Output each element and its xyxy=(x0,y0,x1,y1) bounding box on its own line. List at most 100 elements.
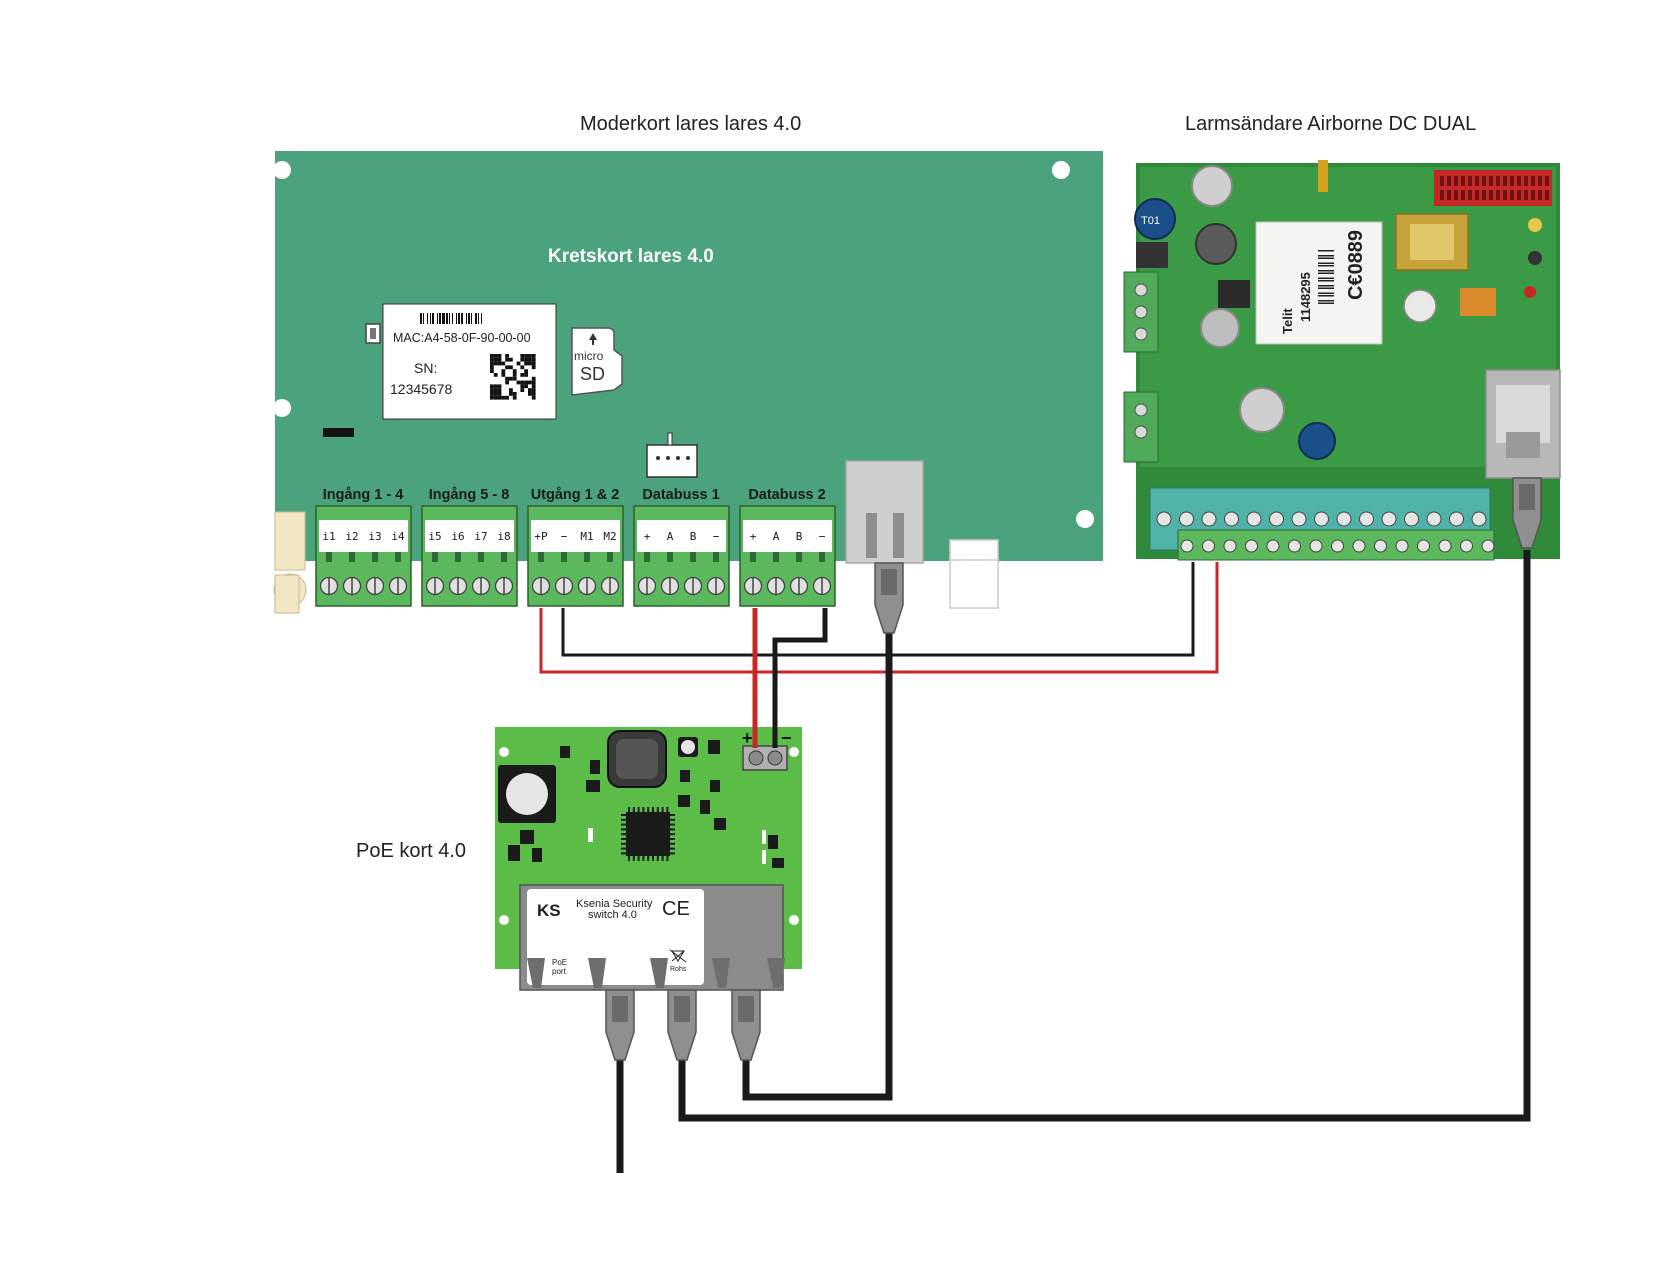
terminal-pin-clip xyxy=(607,552,613,562)
transmitter-screw[interactable] xyxy=(1291,511,1307,527)
qr-module xyxy=(524,354,528,358)
transmitter-screw[interactable] xyxy=(1438,539,1452,553)
transmitter-caption: Larmsändare Airborne DC DUAL xyxy=(1185,113,1477,135)
modem-barcode-bar xyxy=(1318,285,1334,287)
capacitor xyxy=(1239,387,1285,433)
qr-module xyxy=(528,361,532,366)
poe-cable-plug[interactable] xyxy=(605,989,635,1061)
qr-module xyxy=(505,376,509,381)
header-pin xyxy=(1517,176,1521,186)
transmitter-ethernet-jack[interactable] xyxy=(1485,369,1561,479)
ic-pin xyxy=(670,847,675,850)
terminal-block-title: Ingång 1 - 4 xyxy=(323,487,404,503)
transmitter-screw[interactable] xyxy=(1417,539,1430,553)
poe-marking xyxy=(762,830,766,844)
qr-module xyxy=(512,395,517,400)
micro-sd-slot[interactable]: micro SD xyxy=(571,327,623,396)
qr-module xyxy=(490,395,494,400)
motherboard: Kretskort lares 4.0 MAC:A4-58-0F-90-00-0… xyxy=(273,151,1103,614)
transmitter-screw[interactable] xyxy=(1309,539,1323,553)
transmitter-screw[interactable] xyxy=(1223,539,1237,553)
transmitter-screw[interactable] xyxy=(1404,511,1419,527)
push-button[interactable] xyxy=(1528,251,1542,265)
terminal-pin-clip xyxy=(690,552,696,562)
chip xyxy=(1218,280,1250,308)
poe-component xyxy=(710,780,720,792)
qr-module xyxy=(520,373,525,377)
transmitter-screw[interactable] xyxy=(1201,511,1217,527)
transmitter-screw[interactable] xyxy=(1179,511,1194,527)
terminal-pin-clip xyxy=(349,552,355,562)
qr-module xyxy=(524,361,528,366)
transmitter-screw[interactable] xyxy=(1156,511,1172,527)
qr-module xyxy=(528,392,532,396)
mount-hole xyxy=(789,915,799,925)
modem-barcode-bar xyxy=(1318,272,1334,274)
modem-barcode-bar xyxy=(1318,265,1334,267)
ethernet-jack[interactable] xyxy=(845,460,924,564)
transmitter-screw[interactable] xyxy=(1460,539,1473,553)
qr-module xyxy=(490,392,494,396)
poe-cable-plug[interactable] xyxy=(667,989,697,1061)
transmitter-screw[interactable] xyxy=(1352,539,1366,553)
transmitter-screw[interactable] xyxy=(1180,539,1194,553)
modem-ce-code: C€0889 xyxy=(1345,230,1367,300)
ic-pin xyxy=(621,828,626,831)
poe-component xyxy=(532,848,542,862)
red-header-pins xyxy=(1440,176,1549,200)
transmitter-screw[interactable] xyxy=(1471,511,1487,527)
poe-plus-label: + xyxy=(742,728,753,748)
terminal-block-title: Ingång 5 - 8 xyxy=(429,487,510,503)
transmitter-screw[interactable] xyxy=(1336,511,1352,527)
terminal-pin-label: B xyxy=(796,530,803,543)
ic-pin xyxy=(637,807,640,812)
capacitor xyxy=(1134,198,1176,240)
header-pin xyxy=(1503,190,1507,200)
terminal-pin-clip xyxy=(501,552,507,562)
transmitter-screw[interactable] xyxy=(1481,539,1495,553)
transmitter-screw[interactable] xyxy=(1224,511,1239,527)
barcode-bar xyxy=(468,313,470,324)
transmitter-screw[interactable] xyxy=(1202,539,1215,553)
rotary-switch[interactable] xyxy=(1403,289,1437,323)
terminal-pin-label: − xyxy=(561,530,568,543)
barcode-bar xyxy=(423,313,424,324)
qr-module xyxy=(531,380,536,385)
transmitter-screw[interactable] xyxy=(1395,539,1409,553)
transmitter-cable-plug[interactable] xyxy=(1512,477,1542,549)
terminal-pin-label: A xyxy=(773,530,780,543)
capacitor xyxy=(1298,422,1336,460)
dip-switch[interactable] xyxy=(1460,288,1496,316)
transmitter-screw[interactable] xyxy=(1288,539,1301,553)
ic-pin xyxy=(661,856,664,861)
header-pin xyxy=(1461,190,1465,200)
qr-module xyxy=(493,361,498,366)
terminal-pin-clip xyxy=(819,552,825,562)
push-button[interactable] xyxy=(1528,218,1542,232)
header-pin xyxy=(1440,190,1444,200)
transmitter-screw[interactable] xyxy=(1381,511,1397,527)
transmitter-screw[interactable] xyxy=(1246,511,1262,527)
header-pin xyxy=(1475,176,1479,186)
transmitter-screw[interactable] xyxy=(1359,511,1374,527)
transmitter-screw[interactable] xyxy=(1426,511,1442,527)
qr-module xyxy=(531,376,536,381)
transmitter-screw[interactable] xyxy=(1449,511,1464,527)
transmitter-screw[interactable] xyxy=(1314,511,1329,527)
poe-cable-plug[interactable] xyxy=(731,989,761,1061)
transmitter-screw[interactable] xyxy=(1331,539,1344,553)
transmitter-screw[interactable] xyxy=(1269,511,1284,527)
transmitter-jack-slot xyxy=(1506,432,1540,458)
sd-arrow-icon xyxy=(589,333,597,340)
motherboard-cable-plug[interactable] xyxy=(874,562,904,634)
poe-component xyxy=(714,818,726,830)
screw xyxy=(1134,283,1148,297)
transmitter-screw[interactable] xyxy=(1374,539,1387,553)
poe-component xyxy=(508,845,520,861)
transmitter-screw[interactable] xyxy=(1245,539,1258,553)
header-pin xyxy=(1531,190,1535,200)
transmitter-screw[interactable] xyxy=(1266,539,1280,553)
port-divider xyxy=(650,958,668,988)
terminal-block-title: Databuss 2 xyxy=(748,487,825,503)
